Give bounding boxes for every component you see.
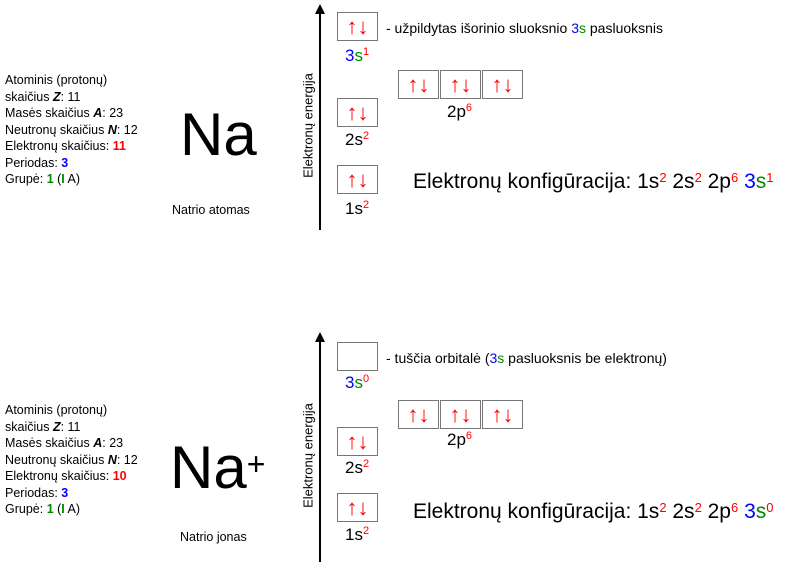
ion-panel: Atominis (protonų) skaičius Z: 11 Masės … bbox=[0, 330, 795, 570]
info-line: Masės skaičius A: 23 bbox=[5, 106, 124, 120]
orbital-1s: ↑↓ bbox=[337, 493, 378, 522]
electron-configuration: Elektronų konfigūracija: 1s2 2s2 2p6 3s0 bbox=[413, 500, 774, 523]
electron-configuration: Elektronų konfigūracija: 1s2 2s2 2p6 3s1 bbox=[413, 170, 774, 193]
atom-panel: Atominis (protonų) skaičius Z: 11 Masės … bbox=[0, 0, 795, 240]
info-line: Periodas: 3 bbox=[5, 155, 69, 170]
element-symbol: Na bbox=[180, 101, 257, 168]
orbital-2s: ↑↓ bbox=[337, 98, 378, 127]
info-line: Grupė: 1 (I A) bbox=[5, 502, 81, 516]
info-line: Elektronų skaičius: 11 bbox=[5, 139, 126, 153]
orbital-2p-3: ↑↓ bbox=[482, 70, 523, 99]
label-1s: 1s2 bbox=[345, 525, 370, 544]
info-line: Neutronų skaičius N: 12 bbox=[5, 122, 138, 137]
element-info: Atominis (protonų) skaičius Z: 11 Masės … bbox=[5, 402, 138, 518]
orbital-1s: ↑↓ bbox=[337, 165, 378, 194]
info-line: Masės skaičius A: 23 bbox=[5, 436, 124, 450]
orbital-2p-1: ↑↓ bbox=[398, 400, 439, 429]
caption: Natrio atomas bbox=[172, 203, 250, 217]
orbital-3s: ↑↓ bbox=[337, 12, 378, 41]
label-2s: 2s2 bbox=[345, 130, 370, 149]
axis-label: Elektronų energija bbox=[300, 403, 316, 508]
label-3s: 3s0 bbox=[345, 373, 370, 392]
caption: Natrio jonas bbox=[180, 530, 247, 544]
info-line: Atominis (protonų) bbox=[5, 403, 108, 417]
orbital-2s: ↑↓ bbox=[337, 427, 378, 456]
element-symbol: Na+ bbox=[170, 434, 266, 501]
info-line: skaičius Z: 11 bbox=[5, 419, 81, 434]
orbital-2p-3: ↑↓ bbox=[482, 400, 523, 429]
info-line: Elektronų skaičius: 10 bbox=[5, 469, 127, 483]
orbital-2p-2: ↑↓ bbox=[440, 400, 481, 429]
label-2p: 2p6 bbox=[447, 102, 473, 121]
orbital-3s bbox=[337, 342, 378, 371]
orbital-2p-1: ↑↓ bbox=[398, 70, 439, 99]
label-3s: 3s1 bbox=[345, 46, 370, 65]
label-1s: 1s2 bbox=[345, 199, 370, 218]
element-info: Atominis (protonų) skaičius Z: 11 Masės … bbox=[5, 72, 138, 188]
info-line: skaičius Z: 11 bbox=[5, 89, 81, 104]
annotation: - tuščia orbitalė (3s pasluoksnis be ele… bbox=[386, 350, 667, 366]
energy-axis-arrow bbox=[315, 4, 325, 230]
info-line: Periodas: 3 bbox=[5, 485, 69, 500]
energy-axis-arrow bbox=[315, 332, 325, 562]
info-line: Grupė: 1 (I A) bbox=[5, 172, 81, 186]
axis-label: Elektronų energija bbox=[300, 73, 316, 178]
annotation: - užpildytas išorinio sluoksnio 3s paslu… bbox=[386, 20, 664, 36]
label-2p: 2p6 bbox=[447, 430, 473, 449]
info-line: Atominis (protonų) bbox=[5, 73, 108, 87]
orbital-2p-2: ↑↓ bbox=[440, 70, 481, 99]
label-2s: 2s2 bbox=[345, 458, 370, 477]
info-line: Neutronų skaičius N: 12 bbox=[5, 452, 138, 467]
